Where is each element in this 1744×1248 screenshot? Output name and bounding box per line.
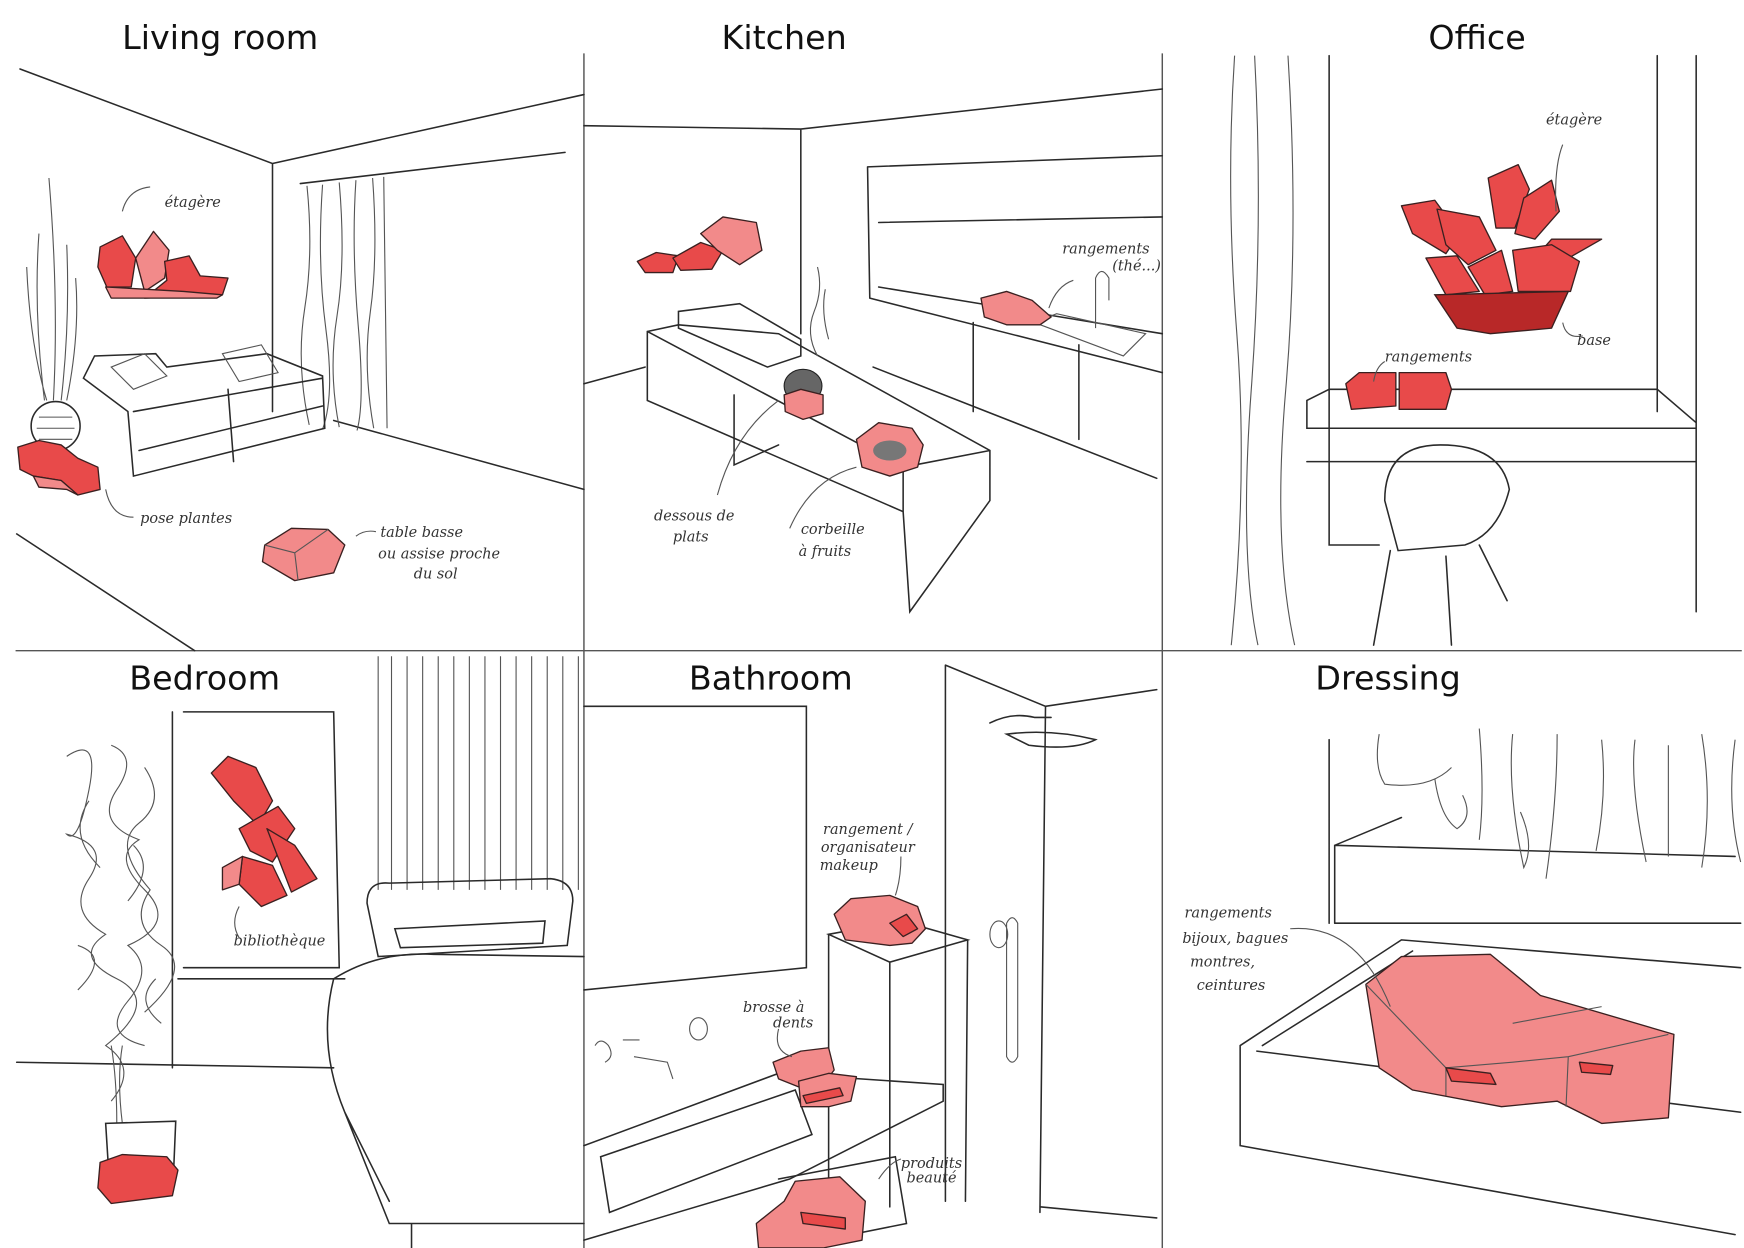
annotation: base — [1577, 333, 1611, 349]
annotation: produits — [901, 1156, 962, 1172]
annotation: table basse — [380, 525, 463, 541]
annotation: rangements — [1062, 242, 1149, 258]
annotation: étagère — [1546, 113, 1602, 129]
annotation: ou assise proche — [378, 546, 500, 562]
annotation: à fruits — [799, 544, 852, 560]
office-sketch: étagère rangements base — [1230, 54, 1697, 646]
annotation: corbeille — [801, 522, 865, 538]
etagere-shelf — [97, 230, 229, 299]
desk-storage — [1345, 371, 1453, 411]
annotation: beauté — [906, 1170, 956, 1186]
bathroom-sketch: rangement / organisateur makeup brosse à… — [583, 664, 1158, 1248]
annotation: rangements — [1385, 350, 1472, 366]
fruit-basket — [855, 422, 924, 477]
panel-dividers — [15, 53, 1742, 1248]
annotation: organisateur — [821, 840, 916, 856]
panel-bedroom: Bedroom bibliothèque — [15, 656, 585, 1248]
pot-trivet — [783, 368, 824, 421]
annotation: dents — [773, 1016, 813, 1032]
annotation: du sol — [414, 566, 458, 582]
panel-title: Living room — [122, 18, 318, 57]
annotation: bibliothèque — [234, 933, 326, 949]
annotation: ceintures — [1197, 978, 1266, 994]
beauty-products-box — [755, 1176, 866, 1248]
living-room-sketch: étagère pose plantes table basse ou assi… — [15, 68, 585, 652]
panel-title: Kitchen — [721, 18, 846, 57]
bedroom-sketch: bibliothèque — [15, 656, 585, 1248]
annotation: rangements — [1185, 906, 1272, 922]
etagere-shelf — [1400, 163, 1603, 335]
panel-living-room: Living room étagère — [15, 18, 585, 652]
annotation: bijoux, bagues — [1182, 931, 1288, 947]
annotation: brosse à — [743, 1000, 804, 1016]
panel-kitchen: Kitchen rangements (th — [583, 18, 1164, 614]
coffee-table-module — [261, 527, 346, 582]
plant-stand-modules — [17, 439, 101, 496]
shelf-modules — [636, 216, 763, 274]
bookshelf — [210, 755, 318, 908]
dressing-sketch: rangements bijoux, bagues montres, ceint… — [1182, 728, 1742, 1236]
panel-title: Bedroom — [129, 659, 280, 698]
panel-dressing: Dressing rangements bijoux, bagues montr… — [1182, 659, 1742, 1236]
annotation: dessous de — [654, 509, 734, 525]
annotation: (thé...) — [1112, 258, 1161, 274]
makeup-organizer — [833, 894, 927, 947]
annotation: pose plantes — [140, 511, 232, 527]
panel-title: Bathroom — [689, 659, 853, 698]
panel-bathroom: Bathroom rangement / organisa — [583, 659, 1158, 1248]
panel-office: Office étagère rangements — [1230, 18, 1697, 646]
plant-base-module — [97, 1153, 179, 1205]
panel-title: Office — [1428, 18, 1525, 57]
annotation: rangement / — [823, 822, 915, 838]
tea-storage — [980, 290, 1052, 326]
annotation: plats — [673, 530, 709, 546]
panel-title: Dressing — [1315, 659, 1461, 698]
annotation: makeup — [820, 858, 878, 874]
annotation: étagère — [165, 195, 221, 211]
jewelry-organizer — [1365, 953, 1675, 1125]
annotation: montres, — [1190, 955, 1255, 971]
kitchen-sketch: rangements (thé...) dessous de plats cor… — [583, 88, 1164, 614]
toothbrush-holder — [772, 1047, 858, 1108]
